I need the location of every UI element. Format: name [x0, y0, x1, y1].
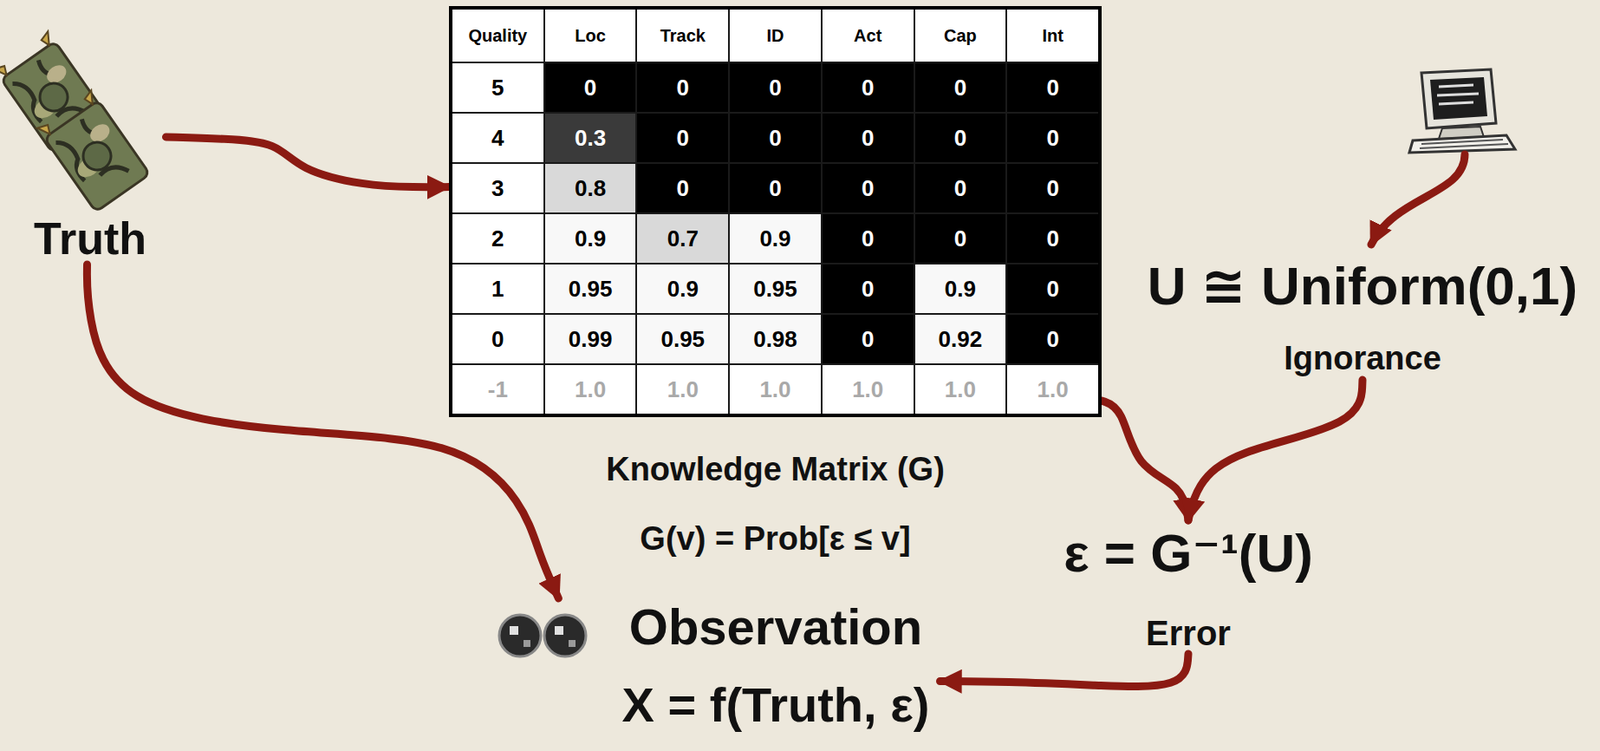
row-header: 5 [452, 63, 544, 112]
matrix-caption: Knowledge Matrix (G) G(v) = Prob[ε ≤ v] [448, 446, 1102, 561]
source-arrow [1371, 154, 1465, 245]
matrix-cell: 1.0 [1007, 364, 1099, 414]
column-header: Quality [452, 9, 544, 62]
matrix-cell: 0.95 [637, 314, 729, 364]
tank-icon [37, 90, 150, 212]
eye-icon [499, 614, 586, 657]
matrix-cell: 0.99 [545, 314, 637, 364]
node-subtitle: G(v) = Prob[ε ≤ v] [448, 515, 1102, 561]
matrix-cell: 0 [822, 214, 914, 263]
matrix-cell: 0 [545, 63, 637, 112]
matrix-cell: 1.0 [822, 364, 914, 414]
matrix-cell: 0 [822, 113, 914, 163]
matrix-cell: 0 [822, 163, 914, 213]
column-header: Cap [915, 9, 1007, 62]
column-header: Act [822, 9, 914, 62]
row-header: -1 [452, 364, 544, 414]
row-header: 3 [452, 163, 544, 213]
computer-icon [1409, 69, 1516, 153]
node-title: Truth [30, 212, 151, 265]
matrix-grid: QualityLocTrackIDActCapInt500000040.3000… [448, 6, 1102, 417]
knowledge-matrix: QualityLocTrackIDActCapInt500000040.3000… [448, 6, 1102, 417]
matrix-cell: 0 [1007, 113, 1099, 163]
node-title: U ≅ Uniform(0,1) [1145, 253, 1581, 319]
matrix-cell: 0.3 [545, 113, 637, 163]
node-title: ε = G⁻¹(U) [1061, 520, 1315, 586]
matrix-cell: 0.95 [545, 264, 637, 313]
matrix-cell: 0.95 [729, 264, 821, 313]
matrix-cell: 0 [1007, 314, 1099, 364]
matrix-cell: 0 [637, 63, 729, 112]
matrix-cell: 0 [915, 63, 1007, 112]
flow-arrow [86, 264, 559, 599]
node-subtitle: Ignorance [1145, 336, 1581, 380]
matrix-cell: 0 [822, 314, 914, 364]
matrix-cell: 0 [915, 113, 1007, 163]
matrix-cell: 1.0 [545, 364, 637, 414]
observation-node: Observation X = f(Truth, ε) [516, 598, 941, 732]
matrix-cell: 0 [1007, 264, 1099, 313]
matrix-cell: 0.9 [915, 264, 1007, 313]
node-title: Observation [620, 598, 932, 656]
matrix-cell: 0.98 [729, 314, 821, 364]
row-header: 1 [452, 264, 544, 313]
matrix-cell: 0 [1007, 63, 1099, 112]
row-header: 4 [452, 113, 544, 163]
matrix-cell: 0 [729, 163, 821, 213]
matrix-cell: 0 [637, 163, 729, 213]
row-header: 0 [452, 314, 544, 364]
matrix-cell: 0 [915, 214, 1007, 263]
tank-illustration [0, 31, 150, 212]
matrix-cell: 0 [1007, 163, 1099, 213]
column-header: ID [729, 9, 821, 62]
matrix-cell: 0.8 [545, 163, 637, 213]
matrix-cell: 0.7 [637, 214, 729, 263]
flow-arrow [1101, 400, 1189, 521]
node-subtitle: X = f(Truth, ε) [620, 677, 932, 732]
flow-arrow [940, 653, 1190, 687]
row-header: 2 [452, 214, 544, 263]
matrix-cell: 0.9 [637, 264, 729, 313]
uniform-node: U ≅ Uniform(0,1) Ignorance [1135, 253, 1591, 380]
matrix-cell: 0 [1007, 214, 1099, 263]
matrix-cell: 0 [729, 63, 821, 112]
flow-arrow [166, 136, 450, 188]
matrix-cell: 0.9 [729, 214, 821, 263]
matrix-cell: 0 [822, 63, 914, 112]
flow-arrow [1188, 379, 1363, 521]
matrix-cell: 1.0 [915, 364, 1007, 414]
matrix-cell: 1.0 [729, 364, 821, 414]
matrix-cell: 0 [915, 163, 1007, 213]
matrix-cell: 0.92 [915, 314, 1007, 364]
truth-node: Truth [14, 52, 167, 265]
column-header: Int [1007, 9, 1099, 62]
matrix-cell: 0.9 [545, 214, 637, 263]
node-title: Knowledge Matrix (G) [448, 446, 1102, 492]
node-subtitle: Error [1061, 611, 1315, 654]
matrix-cell: 0 [822, 264, 914, 313]
matrix-cell: 0 [729, 113, 821, 163]
matrix-cell: 1.0 [637, 364, 729, 414]
matrix-cell: 0 [637, 113, 729, 163]
column-header: Track [637, 9, 729, 62]
column-header: Loc [545, 9, 637, 62]
error-node: ε = G⁻¹(U) Error [1049, 520, 1327, 654]
